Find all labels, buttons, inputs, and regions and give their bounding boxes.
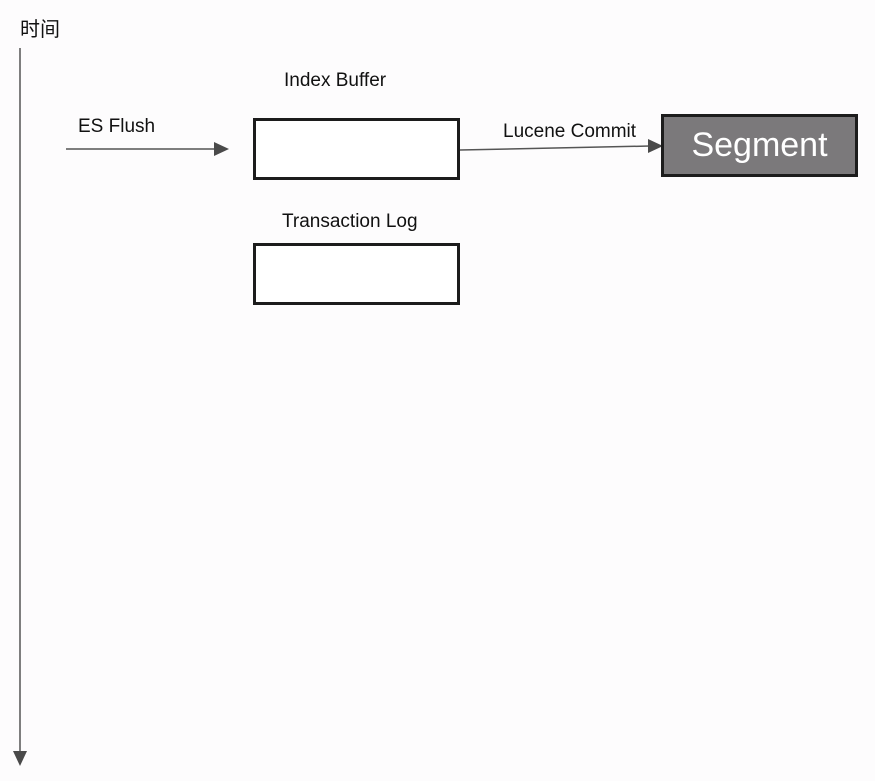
time-axis-label: 时间 — [20, 17, 60, 41]
transaction-log-box — [253, 243, 460, 305]
index-buffer-label: Index Buffer — [284, 70, 387, 91]
segment-label: Segment — [691, 126, 828, 164]
segment-box: Segment — [661, 114, 858, 177]
lucene-commit-label: Lucene Commit — [503, 121, 637, 142]
transaction-log-label: Transaction Log — [282, 211, 418, 232]
lucene-commit-arrow-line — [459, 145, 651, 151]
es-flush-label: ES Flush — [78, 116, 156, 137]
lucene-commit-arrowhead — [648, 139, 663, 153]
time-axis-arrowhead — [13, 751, 27, 766]
index-buffer-box — [253, 118, 460, 180]
es-flush-arrowhead — [214, 142, 229, 156]
